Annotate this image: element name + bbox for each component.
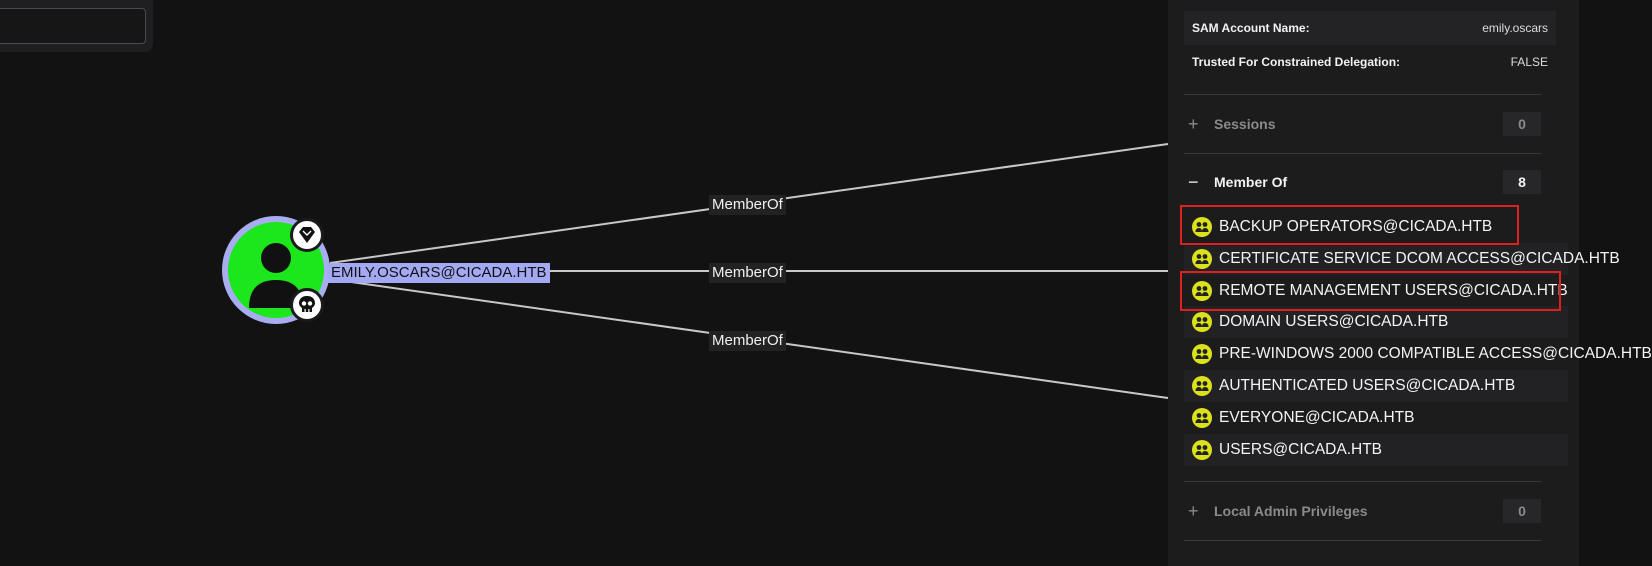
highlight-box <box>1180 205 1519 245</box>
section-count: 0 <box>1503 499 1541 523</box>
entity-info-panel: SAM Account Name: emily.oscars Trusted F… <box>1168 0 1652 566</box>
group-icon <box>1192 344 1212 365</box>
group-list-item[interactable]: DOMAIN USERS@CICADA.HTB <box>1184 306 1568 339</box>
group-icon <box>1192 439 1212 460</box>
group-name: AUTHENTICATED USERS@CICADA.HTB <box>1219 377 1516 394</box>
section-title: Sessions <box>1214 116 1276 132</box>
section-title: Local Admin Privileges <box>1214 503 1368 519</box>
group-list-item[interactable]: CERTIFICATE SERVICE DCOM ACCESS@CICADA.H… <box>1184 242 1620 275</box>
group-name: CERTIFICATE SERVICE DCOM ACCESS@CICADA.H… <box>1219 249 1620 267</box>
edge-label[interactable]: MemberOf <box>709 331 786 351</box>
group-name: DOMAIN USERS@CICADA.HTB <box>1219 313 1449 331</box>
group-name: BACKUP OPERATORS@CICADA.HTB <box>1219 218 1493 235</box>
highlight-box <box>1180 271 1561 311</box>
property-value: FALSE <box>1510 55 1548 69</box>
group-icon <box>1192 407 1212 428</box>
property-row: Trusted For Constrained Delegation: FALS… <box>1184 45 1556 79</box>
group-name: EVERYONE@CICADA.HTB <box>1219 408 1415 426</box>
group-icon <box>1192 280 1212 301</box>
edge-label[interactable]: MemberOf <box>709 263 786 283</box>
user-node[interactable] <box>222 216 330 324</box>
group-icon <box>1192 217 1212 237</box>
group-list-item[interactable]: EVERYONE@CICADA.HTB <box>1184 402 1568 434</box>
divider <box>1184 94 1541 95</box>
divider <box>1184 540 1541 541</box>
section-count: 8 <box>1503 170 1541 194</box>
section-member-of[interactable]: − Member Of 8 <box>1184 168 1541 196</box>
user-icon <box>228 222 324 318</box>
graph-canvas[interactable] <box>0 0 1169 566</box>
expand-icon[interactable]: + <box>1188 500 1199 521</box>
node-label[interactable]: EMILY.OSCARS@CICADA.HTB <box>328 263 550 283</box>
property-row: SAM Account Name: emily.oscars <box>1184 11 1556 45</box>
property-key: SAM Account Name: <box>1192 21 1310 35</box>
expand-icon[interactable]: + <box>1188 113 1199 134</box>
skull-icon <box>290 288 324 322</box>
divider <box>1184 481 1541 482</box>
group-name: REMOTE MANAGEMENT USERS@CICADA.HTB <box>1219 281 1568 299</box>
group-list-item[interactable]: PRE-WINDOWS 2000 COMPATIBLE ACCESS@CICAD… <box>1184 338 1652 370</box>
group-list-item[interactable]: AUTHENTICATED USERS@CICADA.HTB <box>1184 370 1568 402</box>
group-name: PRE-WINDOWS 2000 COMPATIBLE ACCESS@CICAD… <box>1219 345 1652 363</box>
property-value: emily.oscars <box>1482 21 1548 35</box>
collapse-icon[interactable]: − <box>1188 171 1199 192</box>
group-icon <box>1192 312 1212 333</box>
edge-label[interactable]: MemberOf <box>709 195 786 215</box>
group-list-item[interactable]: BACKUP OPERATORS@CICADA.HTB <box>1184 211 1568 243</box>
section-sessions[interactable]: + Sessions 0 <box>1184 110 1541 138</box>
search-input[interactable] <box>0 8 146 44</box>
diamond-icon <box>290 218 324 252</box>
section-title: Member Of <box>1214 174 1288 190</box>
group-icon <box>1192 376 1212 396</box>
section-local-admin[interactable]: + Local Admin Privileges 0 <box>1184 497 1541 525</box>
divider <box>1184 153 1541 154</box>
property-key: Trusted For Constrained Delegation: <box>1192 55 1401 69</box>
group-list-item[interactable]: REMOTE MANAGEMENT USERS@CICADA.HTB <box>1184 275 1568 307</box>
group-name: USERS@CICADA.HTB <box>1219 440 1383 458</box>
group-list-item[interactable]: USERS@CICADA.HTB <box>1184 433 1568 466</box>
section-count: 0 <box>1503 112 1541 136</box>
group-icon <box>1192 248 1212 269</box>
search-panel <box>0 0 153 52</box>
